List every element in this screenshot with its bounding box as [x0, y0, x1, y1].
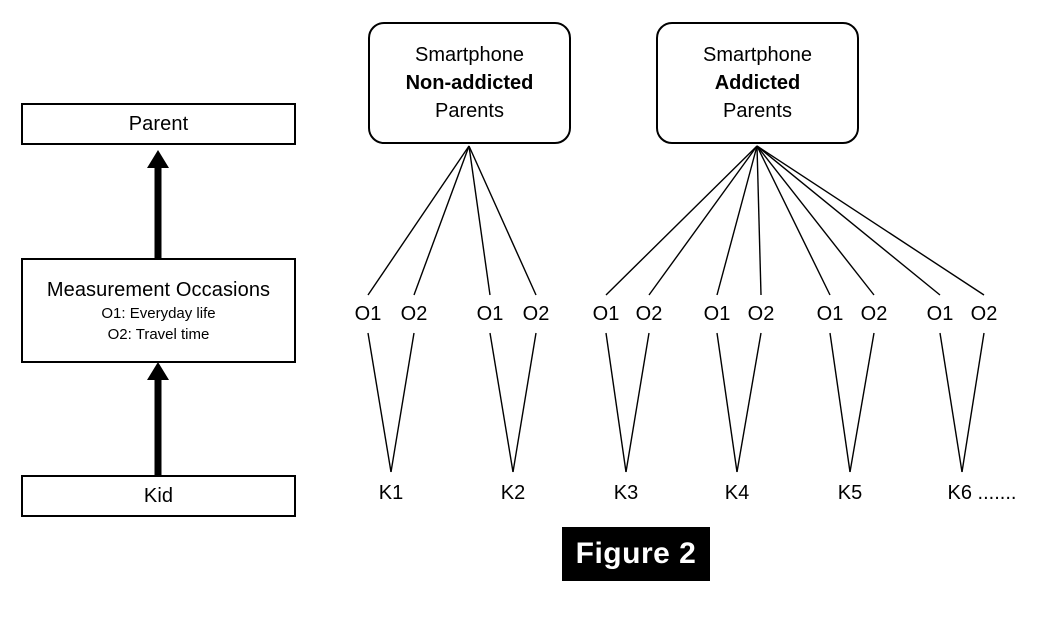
group-non-addicted-line-3: Parents — [435, 100, 504, 122]
occasion-label-o2-k3: O2 — [635, 303, 663, 325]
occasion-label-o2-k6: O2 — [970, 303, 998, 325]
edge-o2-k1 — [390, 332, 415, 473]
occasion-label-o1-k5: O1 — [816, 303, 844, 325]
occasion-label-o2-k1: O2 — [400, 303, 428, 325]
group-non-addicted-line-1: Smartphone — [415, 44, 524, 66]
level-box-parent: Parent — [21, 103, 296, 145]
arrow-measurement-to-parent — [147, 150, 169, 258]
occasion-label-o1-k3: O1 — [592, 303, 620, 325]
level-box-kid: Kid — [21, 475, 296, 517]
edge-addicted-o2c — [756, 145, 875, 296]
occasion-label-o2-k2: O2 — [522, 303, 550, 325]
edge-nonaddicted-o2a — [413, 145, 470, 296]
group-box-non-addicted-parents: Smartphone Non-addicted Parents — [368, 22, 571, 144]
edge-nonaddicted-o1a — [367, 145, 470, 296]
kid-label-k3: K3 — [613, 482, 639, 504]
edge-o2-k2 — [512, 332, 537, 473]
edge-o2-k5 — [849, 332, 875, 473]
kid-label-k2: K2 — [500, 482, 526, 504]
edge-addicted-o1b — [716, 145, 758, 296]
edge-addicted-o2d — [756, 145, 985, 296]
group-non-addicted-line-2: Non-addicted — [405, 72, 534, 94]
occasion-label-o1-k6: O1 — [926, 303, 954, 325]
edge-nonaddicted-o2b — [468, 145, 537, 296]
figure-caption-banner: Figure 2 — [562, 527, 710, 581]
edge-o1-k3 — [605, 332, 627, 473]
occasion-label-o1-k1: O1 — [354, 303, 382, 325]
edge-nonaddicted-o1b — [468, 145, 491, 296]
edge-addicted-o2a — [648, 145, 758, 296]
kid-label-k4: K4 — [724, 482, 750, 504]
edge-o1-k2 — [489, 332, 514, 473]
occasion-label-o1-k2: O1 — [476, 303, 504, 325]
kid-label-k1: K1 — [378, 482, 404, 504]
edge-o1-k6 — [939, 332, 963, 473]
occasion-label-o1-k4: O1 — [703, 303, 731, 325]
level-box-measurement-occasions: Measurement Occasions O1: Everyday life … — [21, 258, 296, 363]
edge-o2-k4 — [736, 332, 762, 473]
edge-o1-k4 — [716, 332, 738, 473]
figure-caption-text: Figure 2 — [575, 537, 697, 570]
level-box-measurement-sub-2: O2: Travel time — [107, 325, 210, 343]
edge-addicted-o1a — [605, 145, 758, 296]
level-box-measurement-sub-1: O1: Everyday life — [101, 304, 216, 322]
group-addicted-line-1: Smartphone — [703, 44, 812, 66]
level-box-measurement-title: Measurement Occasions — [46, 278, 271, 301]
edge-o2-k3 — [625, 332, 650, 473]
level-box-kid-title: Kid — [143, 485, 174, 507]
edge-o1-k5 — [829, 332, 851, 473]
occasion-label-o2-k5: O2 — [860, 303, 888, 325]
group-addicted-line-3: Parents — [723, 100, 792, 122]
kid-label-k5: K5 — [837, 482, 863, 504]
edge-addicted-o1d — [756, 145, 941, 296]
edge-addicted-o2b — [756, 145, 762, 296]
group-box-addicted-parents: Smartphone Addicted Parents — [656, 22, 859, 144]
kid-label-k6: K6 ....... — [947, 482, 1017, 504]
level-box-parent-title: Parent — [128, 113, 189, 135]
edge-addicted-o1c — [756, 145, 831, 296]
occasion-label-o2-k4: O2 — [747, 303, 775, 325]
edge-o1-k1 — [367, 332, 392, 473]
group-addicted-line-2: Addicted — [714, 72, 801, 94]
edge-o2-k6 — [961, 332, 985, 473]
